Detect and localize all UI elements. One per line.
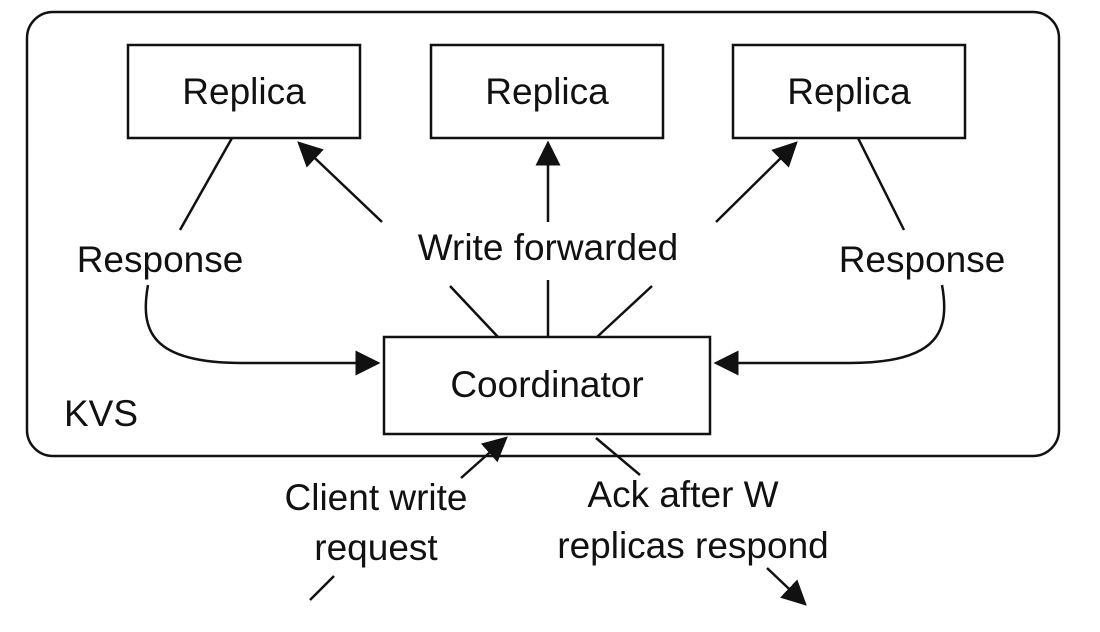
replica-label-center: Replica: [485, 71, 609, 112]
response-right-label: Response: [839, 239, 1006, 280]
client-write-request-tail: [309, 575, 335, 601]
write-forwarded-arrow-left-head: [297, 141, 383, 223]
coordinator-box: [382, 335, 712, 436]
replica-box-right: [731, 43, 967, 140]
response-left-arrow: [144, 284, 381, 376]
response-right-arrow: [713, 284, 946, 376]
ack-label-line-2: replicas respond: [557, 525, 828, 566]
write-forwarded-arrow-right-head: [715, 141, 798, 223]
replica-node-right: Replica: [731, 43, 967, 140]
replica-box-center: [429, 43, 665, 140]
replica-label-left: Replica: [182, 71, 306, 112]
client-write-request-arrow: [460, 436, 508, 479]
response-left-label: Response: [77, 239, 244, 280]
ack-arrow: [766, 567, 807, 606]
response-left-line: [178, 137, 234, 231]
replica-box-left: [126, 43, 362, 140]
coordinator-node: Coordinator: [382, 335, 712, 436]
write-forwarded-label: Write forwarded: [418, 227, 678, 268]
write-forwarded-arrow-right: [596, 285, 653, 338]
response-right-line: [856, 137, 906, 231]
kvs-label: KVS: [64, 393, 138, 434]
client-write-request-label-line-1: Client write: [285, 477, 468, 518]
coordinator-label: Coordinator: [450, 364, 643, 405]
replica-label-right: Replica: [787, 71, 911, 112]
kvs-container: [25, 10, 1061, 458]
ack-line: [595, 437, 641, 476]
write-forwarded-arrow-left: [449, 285, 499, 338]
replica-node-center: Replica: [429, 43, 665, 140]
ack-label-line-1: Ack after W: [587, 474, 778, 515]
replica-node-left: Replica: [126, 43, 362, 140]
client-write-request-label-line-2: request: [314, 527, 438, 568]
